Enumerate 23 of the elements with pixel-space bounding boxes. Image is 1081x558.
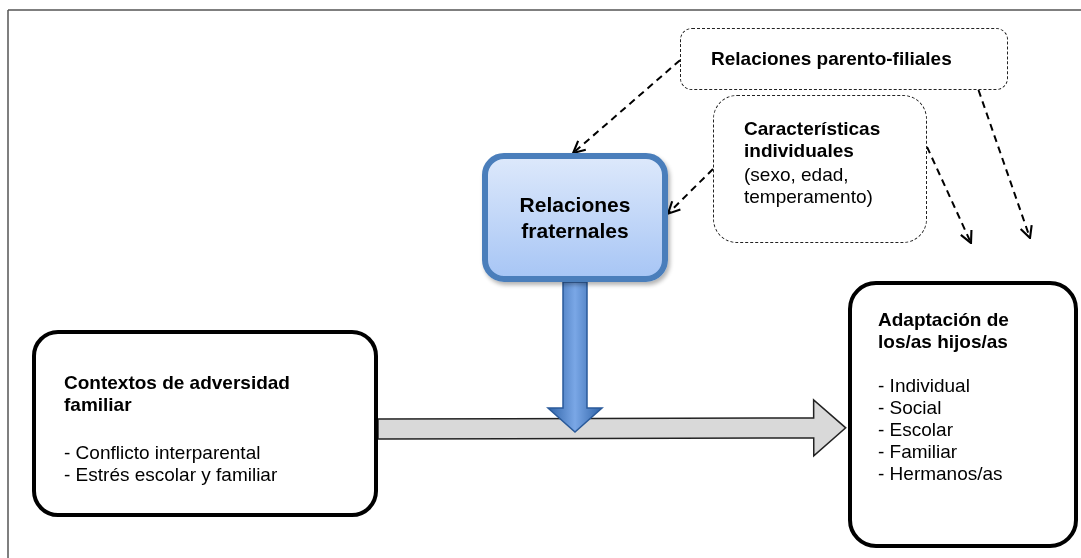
arrow — [977, 89, 1033, 240]
list-item: - Conflicto interparental — [64, 442, 262, 464]
dashed-box — [713, 95, 927, 243]
list-item: - Escolar — [878, 419, 954, 441]
list-item: - Estrés escolar y familiar — [64, 464, 279, 486]
node-heading: Características individuales — [744, 118, 882, 162]
list-item: - Familiar — [878, 441, 959, 463]
node-heading: Relaciones fraternales — [518, 191, 632, 244]
node-heading: Relaciones parento-filiales — [711, 48, 952, 70]
node-heading: Contextos de adversidad familiar — [64, 372, 291, 416]
process-box — [482, 153, 668, 282]
block-arrow — [377, 398, 847, 458]
list-item: - Hermanos/as — [878, 463, 1004, 485]
node-text: (sexo, edad, temperamento) — [744, 164, 874, 208]
arrow — [572, 59, 681, 155]
node-heading: Adaptación de los/as hijos/as — [878, 309, 1010, 353]
list-item: - Individual — [878, 375, 971, 397]
process-box — [848, 281, 1078, 548]
process-box — [32, 330, 378, 517]
arrow — [926, 145, 973, 245]
block-arrow — [546, 281, 604, 433]
dashed-box — [680, 28, 1008, 90]
list-item: - Social — [878, 397, 943, 419]
